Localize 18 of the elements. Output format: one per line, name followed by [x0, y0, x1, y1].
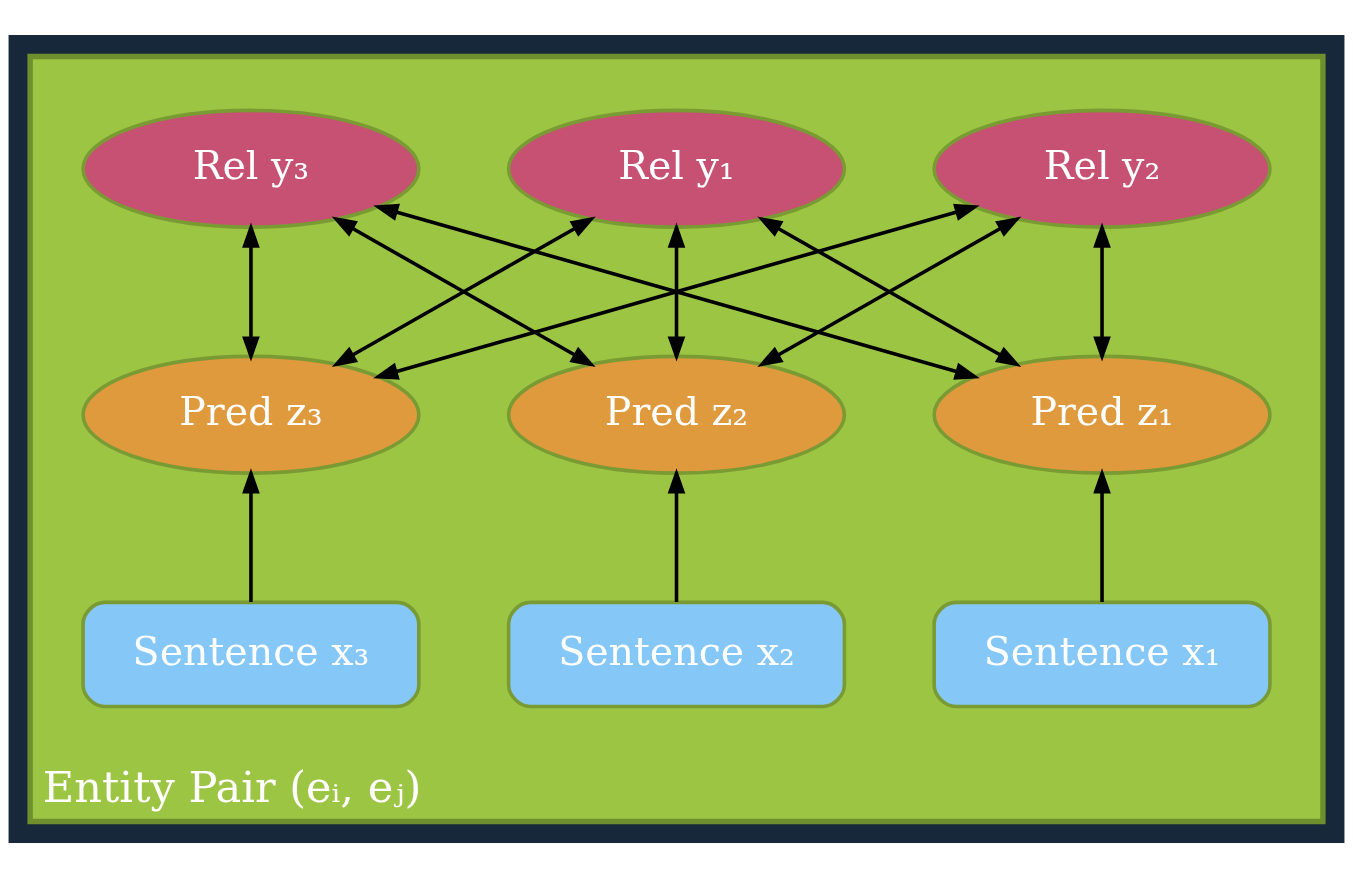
node-ellipse: Rel y₁ — [506, 108, 847, 229]
node-box: Sentence x₂ — [506, 600, 847, 709]
node-ellipse: Rel y₂ — [932, 108, 1272, 229]
node-box: Sentence x₃ — [81, 600, 421, 709]
arrow — [373, 203, 980, 380]
arrow — [242, 468, 260, 602]
arrow — [242, 222, 260, 362]
arrow — [1093, 468, 1111, 602]
node-ellipse: Pred z₂ — [506, 354, 847, 475]
arrow — [667, 222, 686, 362]
arrow — [331, 216, 596, 367]
node-ellipse: Rel y₃ — [81, 108, 421, 229]
arrow — [1093, 222, 1111, 362]
node-box: Sentence x₁ — [932, 600, 1272, 709]
node-ellipse: Pred z₃ — [81, 354, 421, 475]
arrow — [757, 216, 1022, 367]
arrow — [667, 468, 686, 602]
node-ellipse: Pred z₁ — [932, 354, 1272, 475]
